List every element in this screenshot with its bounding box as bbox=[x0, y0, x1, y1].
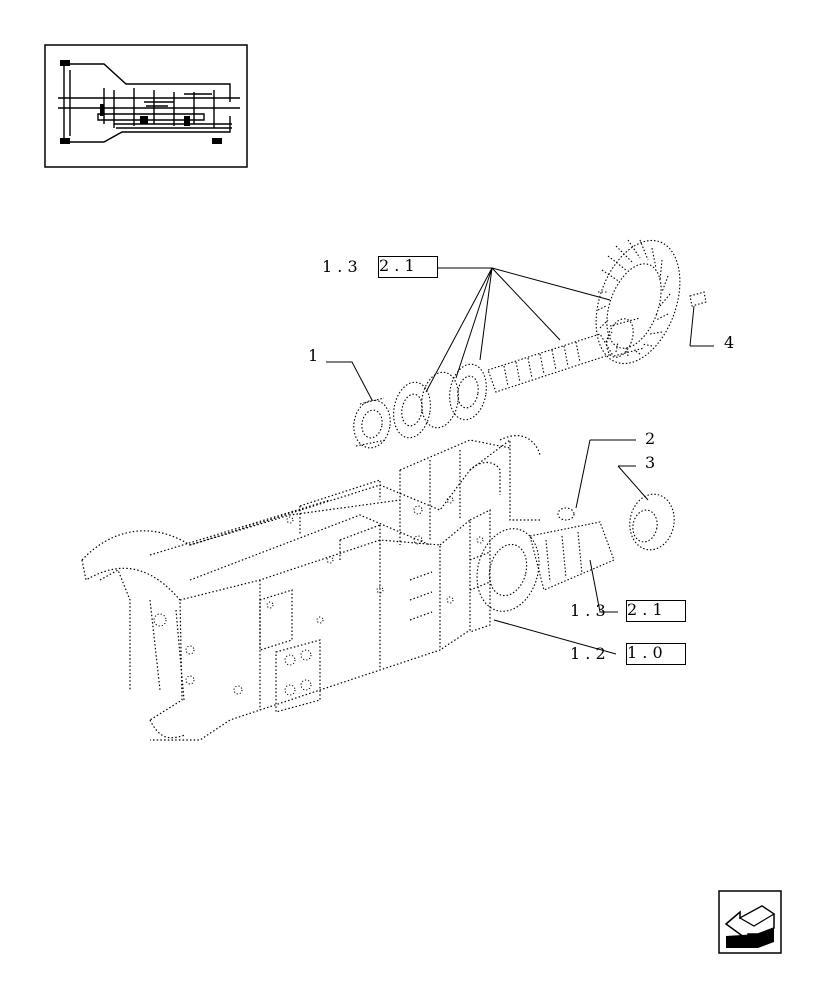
pinion-shaft bbox=[487, 317, 645, 393]
callout-1: 1 bbox=[308, 346, 319, 365]
transmission-section-thumbnail[interactable] bbox=[44, 44, 248, 168]
ref-top-box[interactable]: 2 . 1 bbox=[378, 256, 438, 278]
ref-mid-boxed: 2 . 1 bbox=[627, 600, 663, 619]
ref-mid-box[interactable]: 2 . 1 bbox=[626, 600, 686, 622]
bearings bbox=[353, 363, 487, 449]
callout-3: 3 bbox=[645, 453, 656, 472]
callout-4: 4 bbox=[724, 333, 735, 352]
ref-bot-prefix: 1 . 2 bbox=[570, 644, 606, 663]
leader-lines bbox=[326, 267, 714, 655]
bolt-holes bbox=[153, 496, 484, 696]
ref-top-boxed: 2 . 1 bbox=[379, 256, 415, 275]
housing-outline bbox=[81, 435, 541, 741]
lower-shaft bbox=[476, 291, 707, 612]
callout-2: 2 bbox=[645, 429, 656, 448]
ref-bot-box[interactable]: 1 . 0 bbox=[626, 643, 686, 665]
ref-top-prefix: 1 . 3 bbox=[322, 257, 358, 276]
ref-bot-boxed: 1 . 0 bbox=[627, 643, 663, 662]
back-arrow-icon[interactable] bbox=[718, 890, 782, 954]
crown-gear bbox=[595, 239, 681, 365]
ref-mid-prefix: 1 . 3 bbox=[570, 601, 606, 620]
